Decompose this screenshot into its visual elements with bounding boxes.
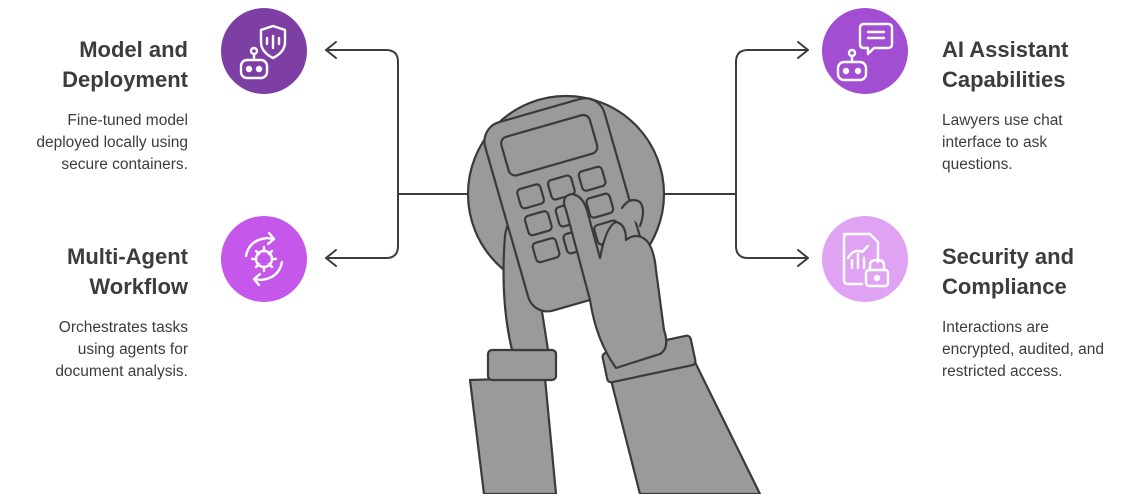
model-deployment-block: Model and Deployment Fine-tuned model de… bbox=[0, 35, 188, 176]
gear-cycle-icon bbox=[221, 216, 307, 302]
robot-chat-icon bbox=[822, 8, 908, 94]
document-lock-icon bbox=[822, 216, 908, 302]
robot-shield-icon bbox=[221, 8, 307, 94]
multi-agent-badge bbox=[221, 216, 307, 302]
multi-agent-description: Orchestrates tasks using agents for docu… bbox=[0, 317, 188, 383]
ai-assistant-title: AI Assistant Capabilities bbox=[942, 35, 1132, 95]
security-compliance-block: Security and Compliance Interactions are… bbox=[942, 242, 1132, 383]
security-compliance-description: Interactions are encrypted, audited, and… bbox=[942, 317, 1132, 383]
model-deployment-badge bbox=[221, 8, 307, 94]
multi-agent-block: Multi-Agent Workflow Orchestrates tasks … bbox=[0, 242, 188, 383]
multi-agent-title: Multi-Agent Workflow bbox=[0, 242, 188, 302]
ai-assistant-description: Lawyers use chat interface to ask questi… bbox=[942, 110, 1132, 176]
model-deployment-title: Model and Deployment bbox=[0, 35, 188, 95]
security-compliance-title: Security and Compliance bbox=[942, 242, 1132, 302]
ai-assistant-badge bbox=[822, 8, 908, 94]
ai-assistant-block: AI Assistant Capabilities Lawyers use ch… bbox=[942, 35, 1132, 176]
security-compliance-badge bbox=[822, 216, 908, 302]
model-deployment-description: Fine-tuned model deployed locally using … bbox=[0, 110, 188, 176]
